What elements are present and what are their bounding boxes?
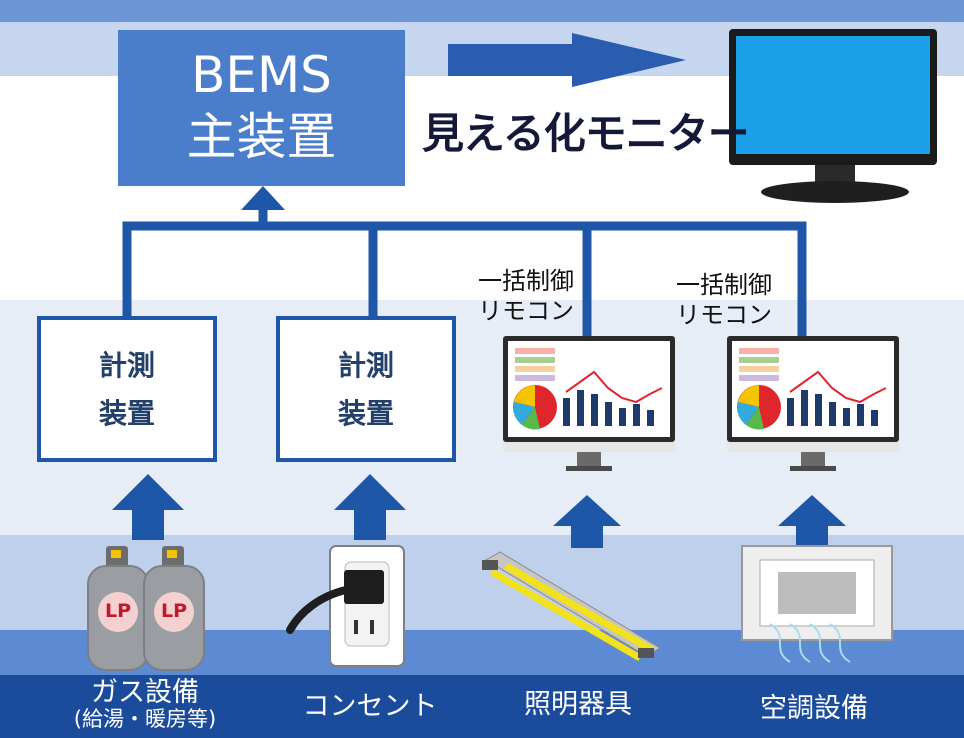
bems-main-unit: BEMS 主装置 (118, 30, 405, 186)
bottom-band (0, 675, 964, 738)
bems-main-unit-line2: 主装置 (186, 108, 337, 166)
bus-line-left (122, 221, 807, 336)
up-arrow-gas-icon (112, 474, 184, 540)
measuring-device-1: 計測 装置 (37, 316, 217, 462)
device-label-outlet: コンセント (302, 691, 438, 722)
power-outlet-icon (286, 545, 405, 667)
up-arrow-light-icon (553, 495, 621, 548)
device-label-aircon: 空調設備 (760, 693, 868, 724)
remote-label-1-line2: リモコン (478, 297, 574, 325)
right-arrow-icon (448, 33, 686, 87)
device-label-lighting: 照明器具 (524, 689, 632, 720)
measuring-device-1-line1: 計測 (98, 349, 155, 382)
air-conditioner-icon (741, 545, 893, 663)
remote-label-2-line2: リモコン (676, 301, 772, 329)
remote-label-2: 一括制御 リモコン (676, 270, 772, 330)
gas-cylinder-icon (87, 546, 205, 671)
measuring-device-1-line2: 装置 (98, 397, 155, 430)
up-arrow-outlet-icon (334, 474, 406, 540)
bems-main-unit-line1: BEMS (191, 46, 332, 104)
measuring-device-2: 計測 装置 (276, 316, 456, 462)
ceiling-light-icon (482, 551, 661, 662)
display-monitor-icon (729, 29, 937, 203)
device-label-gas-main: ガス設備 (91, 677, 199, 708)
device-label-gas: ガス設備 (給湯・暖房等) (50, 677, 240, 731)
remote-label-1: 一括制御 リモコン (478, 266, 574, 326)
remote-screen-2-icon (727, 336, 899, 471)
measuring-device-2-line2: 装置 (337, 397, 394, 430)
monitor-title: 見える化モニター (422, 109, 750, 158)
remote-screen-1-icon (503, 336, 675, 471)
remote-label-1-line1: 一括制御 (478, 267, 574, 295)
gas-cylinder-label-1: LP (104, 600, 132, 622)
gas-cylinder-label-2: LP (160, 600, 188, 622)
up-arrow-aircon-icon (778, 495, 846, 548)
device-label-gas-sub: (給湯・暖房等) (73, 707, 217, 731)
measuring-device-2-line1: 計測 (337, 349, 394, 382)
top-band (0, 0, 964, 22)
remote-label-2-line1: 一括制御 (676, 271, 772, 299)
up-arrow-main-icon (241, 186, 285, 210)
